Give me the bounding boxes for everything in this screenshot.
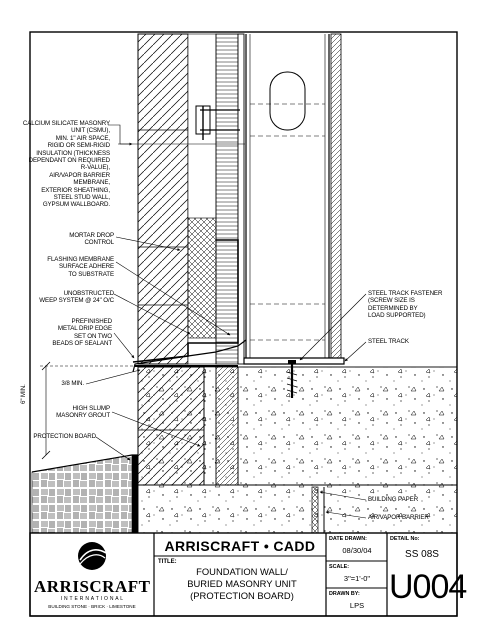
soil [31,454,133,534]
title-label: TITLE: [158,559,177,565]
leader-lines [85,124,367,519]
masonry-tie [195,105,240,140]
masonry-veneer [137,33,189,365]
label-mortar-drop-control: MORTAR DROP CONTROL [69,232,114,247]
insulation-below [215,366,239,486]
label-min-6: 6" MIN. [20,384,27,404]
scale-value: 3"=1'-0" [343,574,371,583]
dimension-6-min [40,361,136,460]
label-masonry-grout: HIGH SLUMP MASONRY GROUT [56,405,110,420]
date-drawn-label: DATE DRAWN: [329,536,367,542]
date-drawn-value: 08/30/04 [342,546,372,555]
insulation [215,33,239,365]
track-fastener [286,360,298,398]
label-building-paper: BUILDING PAPER [368,496,419,503]
drawn-by-label: DRAWN BY: [329,591,360,597]
drawing-title-line-2: BURIED MASONRY UNIT [187,578,297,589]
sheet-number: U004 [389,568,467,606]
drip-edge [132,339,247,373]
label-air-vapor-barrier: AIR/VAPOR BARRIER [368,514,429,521]
grout-fill [203,366,217,486]
detail-number-label: DETAIL No: [390,536,420,542]
concrete-footing [137,484,458,534]
company-subtitle: I N T E R N A T I O N A L [60,596,124,602]
label-weep-system: UNOBSTRUCTED WEEP SYSTEM @ 24" O/C [39,290,114,305]
drawing-title: FOUNDATION WALL/ BURIED MASONRY UNIT (PR… [160,566,324,602]
drawing-title-line-3: (PROTECTION BOARD) [190,590,294,601]
title-block-frame [29,532,458,617]
label-protection-board: PROTECTION BOARD [33,433,96,440]
drawing-title-line-1: FOUNDATION WALL/ [196,566,288,577]
label-steel-track-fastener: STEEL TRACK FASTENER (SCREW SIZE IS DETE… [368,290,443,320]
sheathing [237,33,245,365]
company-name: ARRISCRAFT [34,577,151,596]
cadd-title: ARRISCRAFT • CADD [164,538,316,554]
building-paper-strip [311,486,319,534]
stud-knockout [269,71,306,131]
gypsum-wallboard [330,33,342,359]
drawn-by-value: LPS [349,601,365,610]
protection-board-layer [132,455,138,533]
label-steel-track: STEEL TRACK [368,338,409,345]
scale-label: SCALE: [329,564,350,570]
label-min-3-8: 3/8 MIN. [61,380,84,387]
arriscraft-logo-mark [78,542,107,570]
label-drip-edge: PREFINISHED METAL DRIP EDGE SET ON TWO B… [52,318,112,348]
label-csmu-assembly: CALCIUM SILICATE MASONRY UNIT (CSMU), MI… [22,120,110,209]
company-tagline: BUILDING STONE · BRICK · LIMESTONE [48,604,136,609]
concrete-slab [237,366,458,486]
label-flashing-membrane: FLASHING MEMBRANE SURFACE ADHERE TO SUBS… [47,256,114,278]
detail-number-value: SS 08S [405,549,439,560]
mortar-drop-control [187,217,217,339]
